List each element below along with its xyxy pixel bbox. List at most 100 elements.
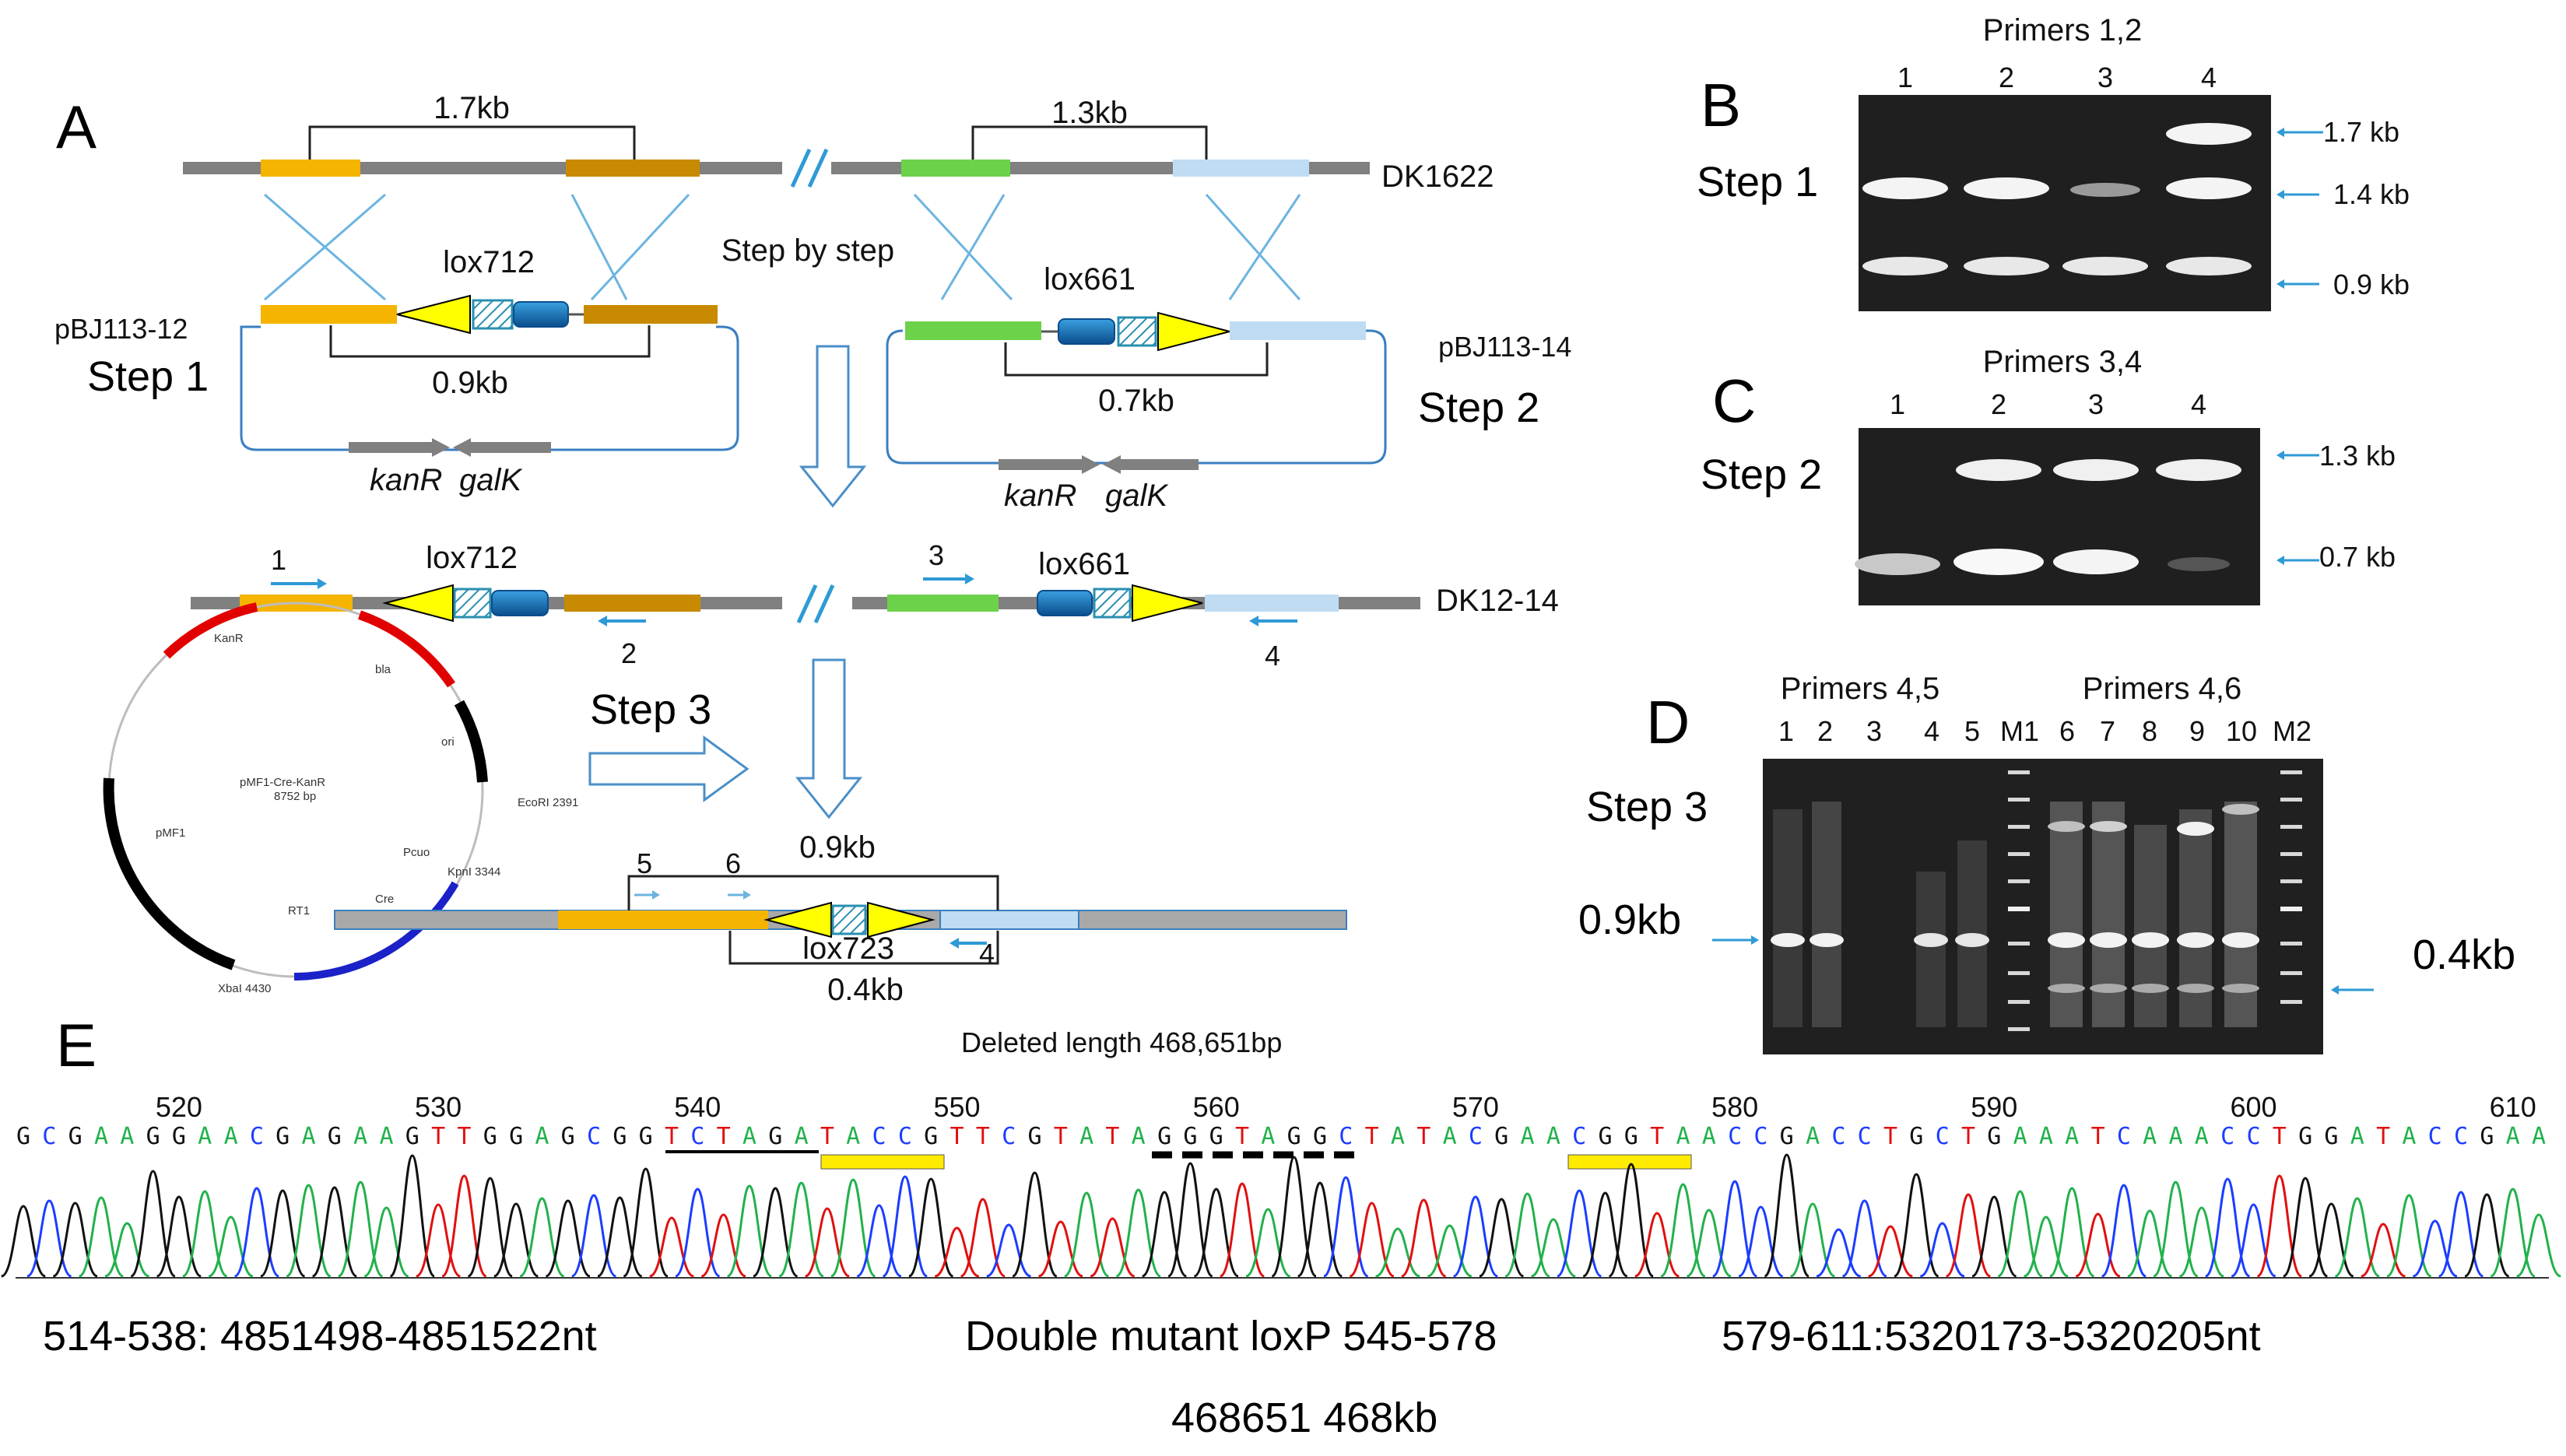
chromatogram-peak (441, 1174, 487, 1278)
chromatogram-peak (1608, 1163, 1654, 1278)
bla-segment (358, 610, 455, 688)
plasmid-right-arm-1 (905, 321, 1041, 340)
panel-c-letter: C (1712, 367, 1756, 435)
gel-c-size-1: 1.3 kb (2319, 440, 2396, 472)
sequence-base: G (2298, 1123, 2312, 1150)
ladder-band (2008, 907, 2030, 911)
gel-d-bands (1771, 802, 2259, 1027)
gel-b-band (1964, 177, 2049, 199)
gel-b-size-arrowhead (2276, 128, 2284, 137)
mid-lox661-triangle (1132, 584, 1203, 623)
sequence-base: A (353, 1123, 367, 1150)
sequence-base: C (1831, 1123, 1845, 1150)
chromatogram-peak (233, 1187, 279, 1278)
ladder-band (2008, 879, 2030, 883)
chromatogram-peak (1427, 1224, 1473, 1278)
primer-4-final-arrowhead (950, 938, 959, 949)
sequence-base: A (1702, 1123, 1716, 1150)
product-bracket-large (627, 875, 999, 910)
sequence-base: C (898, 1123, 912, 1150)
plasmid-map: KanR bla ori Pcuo Cre RT1 pMF1 pMF1-Cre-… (103, 602, 578, 995)
chromatogram-peak (1452, 1195, 1498, 1278)
chromatogram-peak (1894, 1173, 1939, 1278)
primer-6-arrowhead (743, 890, 751, 900)
panel-d-lane: 6 (2059, 715, 2075, 747)
sequence-base: T (1235, 1123, 1249, 1150)
sequence-tick-label: 590 (1971, 1091, 2017, 1123)
chromatogram-peak (363, 1206, 409, 1278)
crossover-line (913, 193, 1013, 301)
plasmid-ori-label: ori (441, 735, 455, 749)
sequence-base: A (379, 1123, 393, 1150)
panel-c-lane-1: 1 (1890, 388, 1905, 420)
gel-b-band (2062, 257, 2148, 275)
sequence-base: G (1313, 1123, 1327, 1150)
sequence-tick-label: 610 (2490, 1091, 2536, 1123)
down-arrow-1 (799, 345, 867, 508)
panel-d-size-right: 0.4kb (2413, 931, 2515, 978)
sequence-base: G (509, 1123, 523, 1150)
chromatogram-peak (778, 1181, 824, 1278)
sequence-tick-label: 520 (156, 1091, 202, 1123)
sequence-base: C (1753, 1123, 1767, 1150)
ladder-band (2008, 1027, 2030, 1031)
chromatogram-peak (1868, 1225, 1913, 1278)
chromatogram-peak (597, 1196, 643, 1278)
homology-arm-1 (261, 160, 360, 177)
chromatogram-peak (2153, 1181, 2199, 1278)
ladder-band (2008, 852, 2030, 856)
chromatogram-peak (1660, 1183, 1706, 1278)
sequence-base: A (2013, 1123, 2027, 1150)
sequence-base: T (820, 1123, 834, 1150)
sequence-base: C (1469, 1123, 1483, 1150)
product-small-label: 0.4kb (827, 973, 904, 1007)
sequence-base: T (976, 1123, 990, 1150)
chromatogram-peak (2101, 1184, 2147, 1278)
panel-b-primers: Primers 1,2 (1983, 13, 2143, 47)
gel-d-smear (1773, 809, 1803, 1027)
homology-arm-3 (901, 160, 1010, 177)
crossover-line (570, 194, 628, 300)
gel-d-smear (2134, 825, 2167, 1027)
chromatogram-peak (2386, 1194, 2432, 1278)
sequence-base: A (94, 1123, 108, 1150)
gel-d-band (2177, 932, 2214, 948)
chromatogram-peak (2412, 1219, 2458, 1278)
panel-d-lane: 2 (1817, 715, 1833, 747)
gel-b-band (2166, 123, 2252, 145)
deleted-length-label: Deleted length 468,651bp (961, 1026, 1282, 1058)
final-arm-1 (558, 910, 768, 929)
chromatogram-peak (2490, 1188, 2536, 1278)
primer-4-label: 4 (1265, 640, 1280, 672)
caption-middle: Double mutant loxP 545-578 (965, 1313, 1497, 1360)
product-large-label: 0.9kb (799, 830, 876, 865)
sequence-base: G (1209, 1123, 1223, 1150)
homology-arm-4 (1173, 160, 1309, 177)
sequence-base: A (301, 1123, 315, 1150)
hatch-box (472, 299, 514, 330)
chromatogram-traces (1, 1153, 2561, 1278)
gel-d-band (2090, 984, 2127, 993)
sequence-base: G (1598, 1123, 1612, 1150)
sequence-tick-label: 570 (1452, 1091, 1499, 1123)
sequence-base: A (535, 1123, 549, 1150)
sequence-base: C (2117, 1123, 2131, 1150)
panel-a-letter: A (56, 93, 97, 161)
chromatogram-peak (675, 1188, 721, 1278)
panel-c-step: Step 2 (1701, 451, 1822, 498)
lox712-triangle (396, 294, 471, 335)
sequence-base: A (2143, 1123, 2157, 1150)
panel-b-lane-3: 3 (2097, 61, 2113, 93)
panel-d-lane: 10 (2226, 715, 2257, 747)
panel-c-lane-2: 2 (1991, 388, 2006, 420)
gel-d-band (2177, 984, 2214, 993)
sequence-tick-label: 550 (933, 1091, 980, 1123)
chromatogram-peak (519, 1197, 565, 1278)
chromatogram-peak (78, 1196, 124, 1278)
span-right-label: 1.3kb (1051, 96, 1128, 130)
panel-d-lane: 9 (2189, 715, 2205, 747)
galk-label-left: galK (459, 463, 523, 497)
chromatogram-peak (649, 1216, 694, 1278)
plasmid-cre-label: Cre (375, 893, 394, 906)
